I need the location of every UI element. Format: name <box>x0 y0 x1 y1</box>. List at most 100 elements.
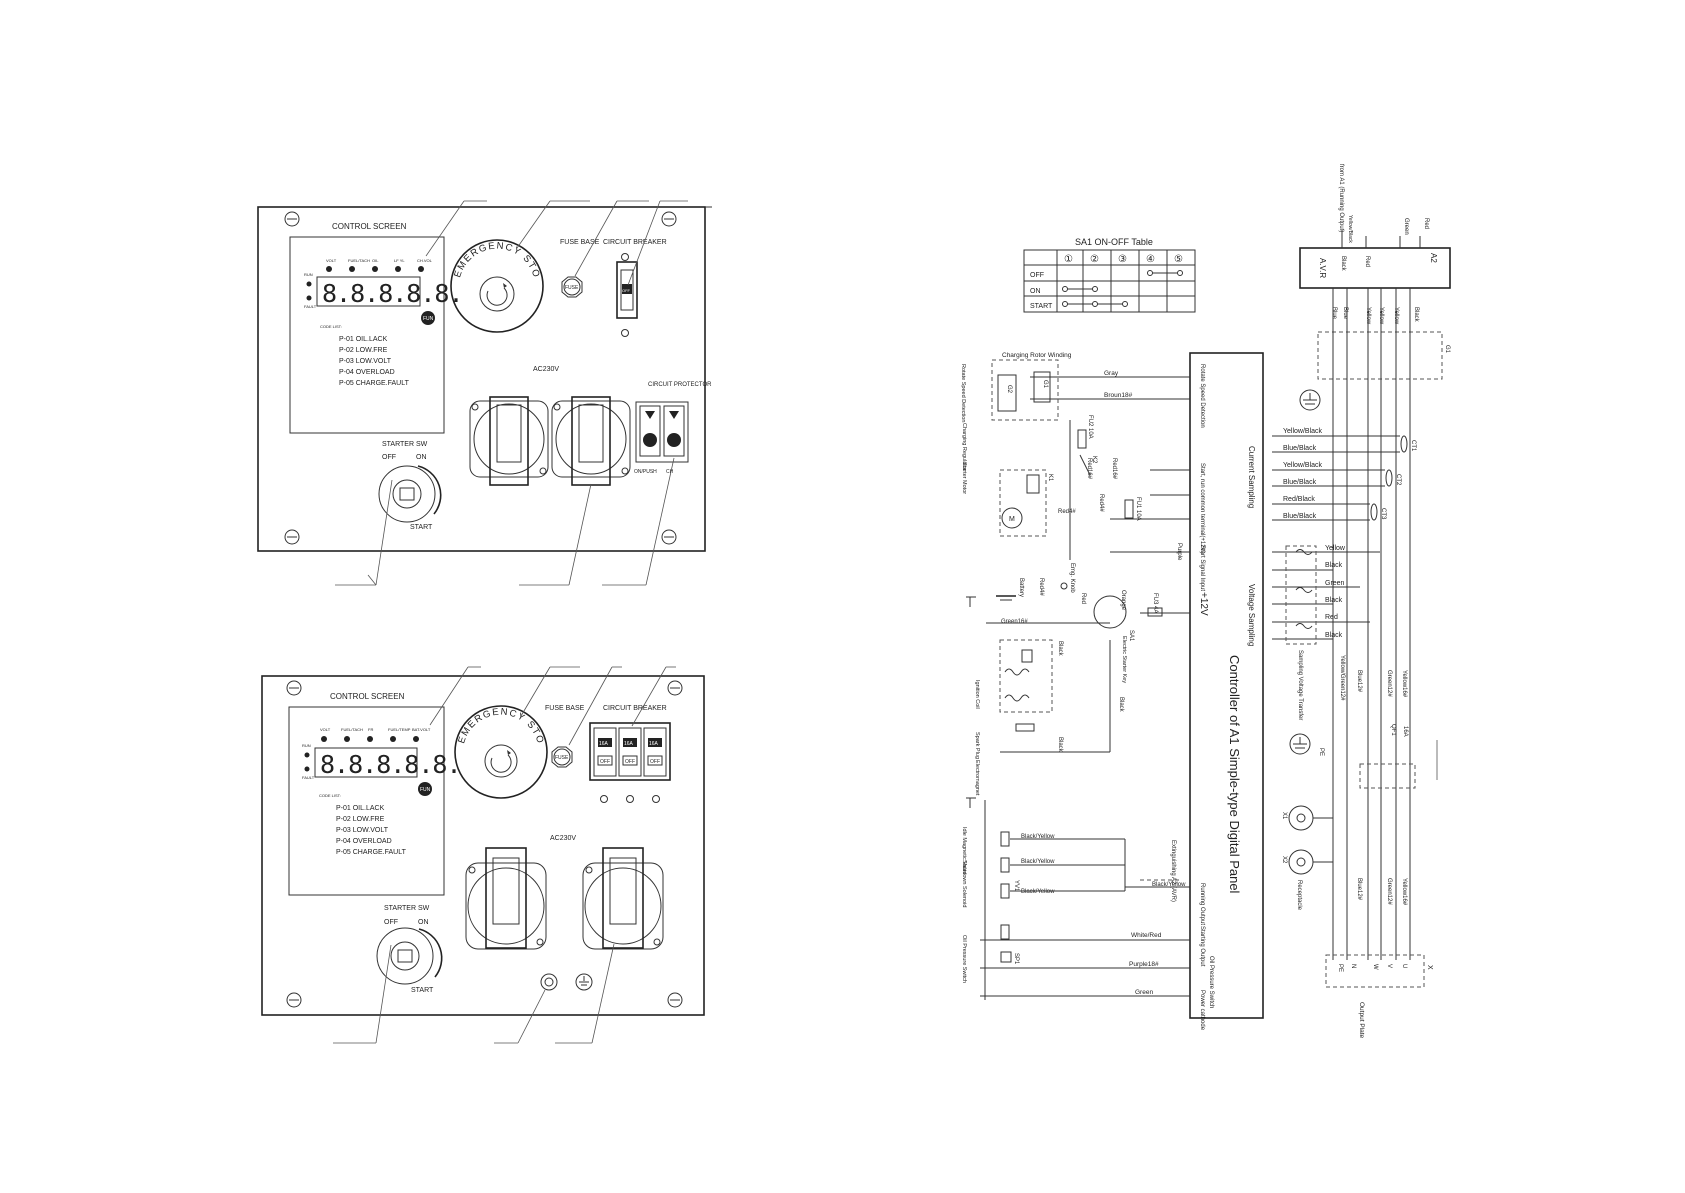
avr-a2-box <box>1299 247 1451 289</box>
led-icon <box>367 736 373 742</box>
output-terminal: U <box>1401 964 1407 968</box>
code-line: P-04 OVERLOAD <box>336 838 392 845</box>
coil-icon <box>1004 694 1030 702</box>
fuse-holder[interactable]: FUSE <box>561 276 583 298</box>
code-line: P-03 LOW.VOLT <box>339 358 392 365</box>
func-button[interactable]: FUN <box>421 311 435 325</box>
starter-key-switch[interactable] <box>376 927 443 985</box>
wire-label: Black/Yellow <box>1021 859 1055 865</box>
ac-outlet-2[interactable] <box>551 396 631 486</box>
wire-label: Black <box>1325 597 1343 604</box>
func-button[interactable]: FUN <box>418 782 432 796</box>
ct3-icon <box>1370 503 1378 521</box>
ac-outlet-2[interactable] <box>582 847 664 950</box>
fuse-holder[interactable]: FUSE <box>551 746 573 768</box>
led-icon <box>326 266 332 272</box>
controller-terminal: Power cathode <box>1199 990 1205 1031</box>
svg-text:START: START <box>411 987 434 994</box>
wire-label: Blue/Black <box>1283 513 1317 520</box>
led-icon <box>418 266 424 272</box>
svg-text:Yellow16#: Yellow16# <box>1401 878 1407 906</box>
pe-ground-icon <box>1289 733 1311 755</box>
solenoid-icon <box>1000 857 1010 873</box>
wire-label: Yellow/Black <box>1283 462 1323 469</box>
ground-icon <box>966 797 976 808</box>
svg-text:Battery: Battery <box>1018 578 1024 597</box>
wire-label: Green16# <box>1001 619 1028 625</box>
emergency-stop-button[interactable]: EMERGENCY STOP <box>0 0 548 799</box>
svg-text:G1: G1 <box>1444 345 1450 354</box>
svg-text:Emg. Knob: Emg. Knob <box>1069 563 1075 593</box>
svg-text:CH: CH <box>666 469 674 475</box>
output-terminal: W <box>1372 964 1378 970</box>
svg-text:G2: G2 <box>1006 385 1012 394</box>
svg-text:K1: K1 <box>1047 474 1053 482</box>
led-icon <box>344 736 350 742</box>
svg-text:Blue: Blue <box>1342 307 1348 320</box>
circuit-protector[interactable]: ON/PUSH CH <box>634 401 689 475</box>
right-wiring: A2 A.V.R Black Red from A1 (Running Outp… <box>1247 164 1451 1039</box>
wire-label: Red/Black <box>1283 496 1315 503</box>
svg-text:QF1: QF1 <box>1390 724 1396 736</box>
screw-icon <box>284 529 300 545</box>
wire-label: Red4# <box>1038 578 1044 596</box>
svg-text:ON/PUSH: ON/PUSH <box>634 469 657 475</box>
screw-icon <box>284 211 300 227</box>
svg-text:Output Plate: Output Plate <box>1358 1002 1365 1039</box>
wire-label: Red16# <box>1086 458 1092 480</box>
circuit-breaker-bank[interactable]: 16A 16A 16A OFF OFF OFF <box>589 722 671 781</box>
circuit-breaker-switch[interactable]: OFF <box>616 261 638 319</box>
wire-label: Black/Yellow <box>1021 834 1055 840</box>
svg-text:SP1: SP1 <box>1013 953 1019 965</box>
transformer-icon <box>1295 587 1313 593</box>
output-plate-box <box>1325 954 1425 988</box>
emergency-stop-label: EMERGENCY STOP <box>0 0 546 746</box>
leader-lines <box>335 200 688 586</box>
led-icon <box>304 766 310 772</box>
sa1-row-label: START <box>1030 303 1053 310</box>
sa1-col-head: ⑤ <box>1174 254 1183 265</box>
fuse-fu2-icon <box>1077 429 1087 449</box>
starter-sw-label: STARTER SW <box>384 905 430 912</box>
leader-lines <box>333 666 676 1044</box>
led-icon <box>306 281 312 287</box>
svg-text:FUEL/TEMP: FUEL/TEMP <box>388 727 411 732</box>
left-wiring: Gray Broun18# Red16# Red16# Red4# Red4# … <box>960 352 1190 1000</box>
ground-terminal[interactable] <box>540 973 558 991</box>
starter-key-switch[interactable] <box>378 465 442 523</box>
code-line: P-05 CHARGE.FAULT <box>339 380 410 387</box>
oil-pressure-switch-icon <box>1000 951 1012 963</box>
svg-text:16A: 16A <box>1402 726 1408 737</box>
controller-terminal: Start Signal Input <box>1199 545 1205 591</box>
svg-text:SA1: SA1 <box>1128 630 1134 642</box>
indicator-label: CH.VOL <box>417 258 433 263</box>
svg-text:A2: A2 <box>1429 253 1438 263</box>
wire-label: Black/Yellow <box>1152 882 1186 888</box>
code-list-title: CODE LIST: <box>319 793 341 798</box>
relay-k2-icon <box>1000 924 1010 940</box>
svg-text:16A: 16A <box>624 741 634 747</box>
svg-text:M: M <box>1009 516 1015 523</box>
wire-label: Black/Yellow <box>1021 889 1055 895</box>
func-button-label: FUN <box>423 316 434 322</box>
svg-text:Yellow/Green12#: Yellow/Green12# <box>1339 655 1345 701</box>
controller-terminal: Rotate Speed Detection <box>1199 364 1205 428</box>
g1-stator-box <box>1317 331 1443 380</box>
sa1-col-head: ③ <box>1118 254 1127 265</box>
digit-display <box>314 747 418 778</box>
ac-outlet-1[interactable] <box>469 396 549 486</box>
wire-label: Purple18# <box>1129 961 1159 968</box>
wire-label: Orange <box>1120 590 1126 611</box>
svg-text:PE: PE <box>1318 748 1324 756</box>
solenoid-icon <box>1000 831 1010 847</box>
transformer-icon <box>1295 549 1313 555</box>
ct2-icon <box>1385 469 1393 487</box>
svg-text:ON: ON <box>418 919 429 926</box>
receptacle-x1-icon <box>1288 805 1314 831</box>
svg-text:X1: X1 <box>1281 812 1287 820</box>
svg-text:FUSE: FUSE <box>565 285 579 291</box>
svg-text:Blue12#: Blue12# <box>1356 878 1362 901</box>
ac-outlet-1[interactable] <box>465 847 547 950</box>
led-icon <box>321 736 327 742</box>
